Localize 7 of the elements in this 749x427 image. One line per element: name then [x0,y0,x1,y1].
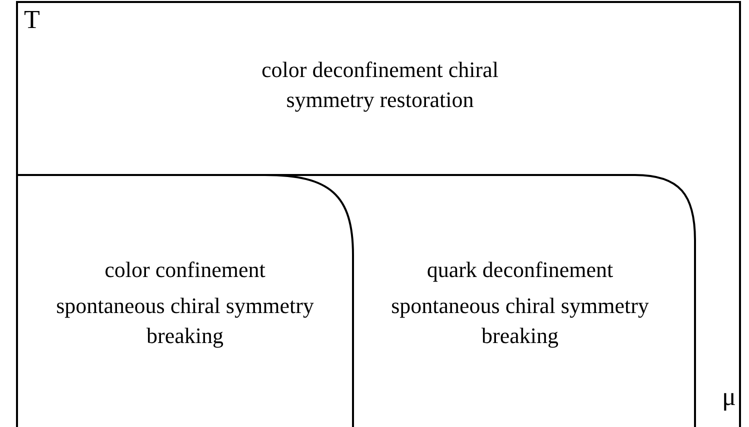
axis-label: T [24,6,40,34]
region-description: spontaneous chiral symmetry breaking [390,292,650,350]
axis-label: μ [722,383,736,411]
region-label: color confinement [104,256,266,284]
region-label: quark deconfinement [426,256,614,284]
region-label: color deconfinement chiral symmetry restoration [260,56,500,114]
region-description: spontaneous chiral symmetry breaking [55,292,315,350]
